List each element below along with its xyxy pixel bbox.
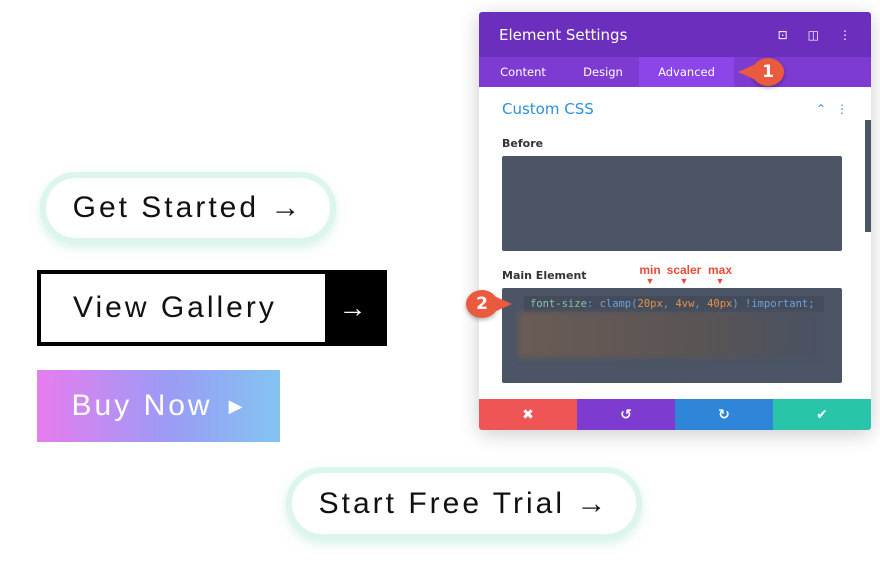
check-icon: ✔ <box>816 406 828 423</box>
close-icon: ✖ <box>522 406 534 423</box>
step-badge-2: 2 <box>466 290 512 318</box>
buy-now-button[interactable]: Buy Now ▶ <box>37 370 280 442</box>
cancel-button[interactable]: ✖ <box>479 399 577 430</box>
tab-content[interactable]: Content <box>500 65 546 79</box>
panel-title: Element Settings <box>499 25 628 44</box>
scrollbar[interactable] <box>865 120 871 232</box>
panel-header: Element Settings ⊡ ◫ ⋮ <box>479 12 871 57</box>
step-badge-1: 1 <box>738 58 784 86</box>
custom-css-section-header[interactable]: Custom CSS ⌃ ⋮ <box>502 87 848 131</box>
more-options-icon[interactable]: ⋮ <box>839 27 851 42</box>
caret-right-icon: ▶ <box>228 395 246 416</box>
css-code-line: font-size: clamp(20px, 4vw, 40px) !impor… <box>524 296 824 312</box>
start-free-trial-button[interactable]: Start Free Trial → <box>286 467 642 540</box>
main-element-css-input[interactable]: font-size: clamp(20px, 4vw, 40px) !impor… <box>502 288 842 383</box>
label: View Gallery <box>73 291 277 324</box>
undo-button[interactable]: ↺ <box>577 399 675 430</box>
before-css-input[interactable] <box>502 156 842 251</box>
min-annotation: min▼ <box>639 263 661 286</box>
arrow-right-icon: → <box>270 191 304 224</box>
undo-icon: ↺ <box>620 406 632 423</box>
tab-advanced[interactable]: Advanced <box>639 57 734 87</box>
section-options-icon[interactable]: ⋮ <box>836 102 848 116</box>
tab-design[interactable]: Design <box>583 65 623 79</box>
get-started-button[interactable]: Get Started → <box>40 172 336 244</box>
element-settings-panel: Element Settings ⊡ ◫ ⋮ Content Design Ad… <box>479 12 871 430</box>
tab-bar: Content Design Advanced <box>479 57 871 87</box>
label: Buy Now <box>71 389 213 422</box>
save-button[interactable]: ✔ <box>773 399 871 430</box>
before-label: Before <box>502 137 544 150</box>
label: Start Free Trial <box>318 486 566 520</box>
redo-button[interactable]: ↻ <box>675 399 773 430</box>
split-view-icon[interactable]: ◫ <box>807 27 819 42</box>
arrow-right-icon: → <box>576 486 610 520</box>
section-title: Custom CSS <box>502 100 594 118</box>
fullscreen-icon[interactable]: ⊡ <box>777 27 788 42</box>
label: Get Started <box>72 191 260 224</box>
max-annotation: max▼ <box>707 263 733 286</box>
scaler-annotation: scaler▼ <box>666 263 702 286</box>
chevron-up-icon[interactable]: ⌃ <box>815 102 826 116</box>
view-gallery-button[interactable]: View Gallery → <box>37 270 387 346</box>
redo-icon: ↻ <box>718 406 730 423</box>
arrow-right-icon: → <box>325 274 383 342</box>
blurred-code <box>518 312 818 358</box>
main-element-label: Main Element <box>502 269 587 282</box>
